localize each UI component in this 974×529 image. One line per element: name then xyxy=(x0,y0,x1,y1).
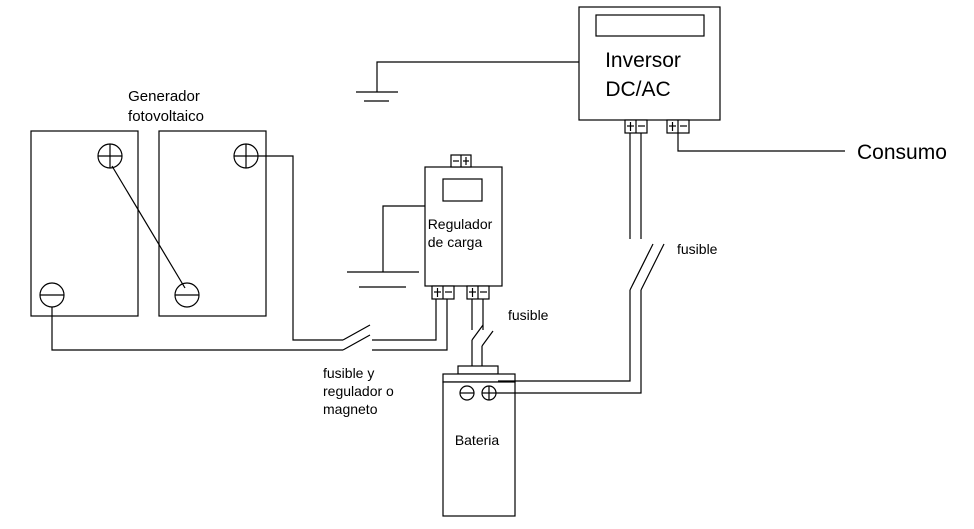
charge-regulator: Regulador de carga xyxy=(424,154,503,300)
inverter-label-line1: Inversor xyxy=(605,49,681,72)
inverter-label-line2: DC/AC xyxy=(605,78,670,101)
regulator-label-line2: de carga xyxy=(428,234,483,250)
regulator-display xyxy=(442,178,483,202)
fuse-inverter-lower xyxy=(629,243,654,291)
battery-positive-terminal xyxy=(481,385,497,401)
battery-label: Bateria xyxy=(455,432,500,448)
fuse-switch-upper xyxy=(342,324,371,341)
regulator-label-line1: Regulador xyxy=(428,216,493,232)
inverter-display xyxy=(595,14,705,37)
panel-left-positive-terminal xyxy=(97,143,123,169)
battery-inverter-wiring: fusible xyxy=(496,133,718,394)
inverter: Inversor DC/AC xyxy=(578,6,721,134)
consumption-label: Consumo xyxy=(857,141,947,164)
panel-right-positive-terminal xyxy=(233,143,259,169)
fuse-regulator-label-line3: magneto xyxy=(323,401,378,417)
inverter-ground-symbol xyxy=(356,61,579,102)
generator-negative-wire xyxy=(51,307,343,351)
pv-generator: Generador fotovoltaico xyxy=(30,88,267,317)
fuse-battery-upper xyxy=(471,324,484,341)
generator-label-line1: Generador xyxy=(128,88,200,105)
generator-regulator-wiring: fusible y regulador o magneto xyxy=(51,155,448,417)
fuse-regulator-label-line1: fusible y xyxy=(323,365,374,381)
consumption-wire xyxy=(677,133,845,152)
panel-right-negative-terminal xyxy=(174,282,200,308)
fuse-inverter-upper xyxy=(640,243,665,291)
regulator-top-terminal xyxy=(450,154,472,168)
regulator-generator-terminal xyxy=(431,285,455,300)
fuse-inverter-label: fusible xyxy=(677,241,718,257)
regulator-battery-terminal xyxy=(466,285,490,300)
generator-positive-wire xyxy=(258,155,343,341)
regulator-ground-symbol xyxy=(347,205,425,288)
consumption-output: Consumo xyxy=(677,133,947,164)
battery-negative-terminal xyxy=(459,385,475,401)
battery: Bateria xyxy=(442,365,516,517)
generator-label-line2: fotovoltaico xyxy=(128,108,204,125)
fuse-battery-label: fusible xyxy=(508,307,549,323)
fuse-battery-lower xyxy=(481,330,494,347)
regulator-battery-wiring: fusible xyxy=(471,299,549,366)
inverter-ac-terminal xyxy=(666,119,690,134)
panel-left-negative-terminal xyxy=(39,282,65,308)
fuse-regulator-label-line2: regulador o xyxy=(323,383,394,399)
inverter-dc-terminal xyxy=(624,119,648,134)
battery-body xyxy=(442,381,516,517)
panel-series-wire xyxy=(111,165,186,289)
battery-terminal-cap xyxy=(457,365,499,375)
fuse-switch-lower xyxy=(342,334,371,351)
